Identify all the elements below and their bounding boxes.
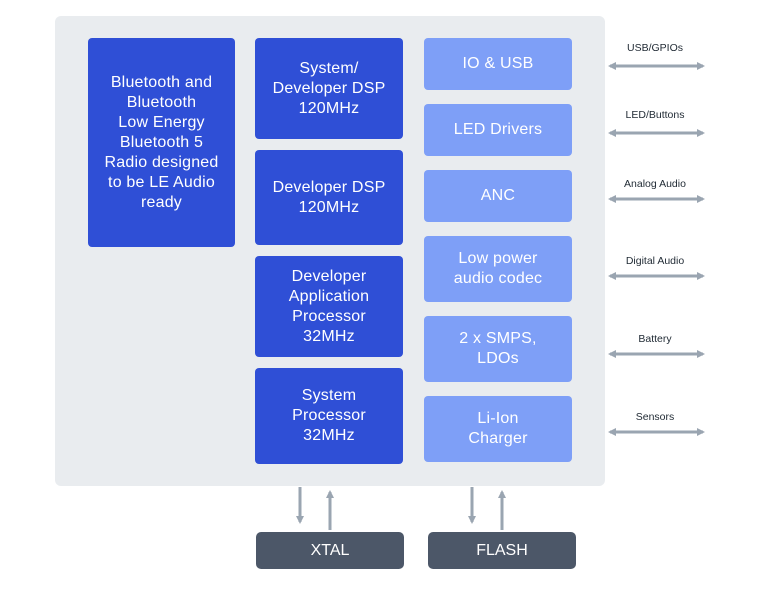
analog-audio-label: Analog Audio <box>624 178 686 190</box>
charger-block: Li-Ion Charger <box>424 396 572 462</box>
audio-codec-block: Low power audio codec <box>424 236 572 302</box>
battery-label: Battery <box>638 333 672 345</box>
system-dsp-block: System/ Developer DSP 120MHz <box>255 38 403 139</box>
led-buttons-label: LED/Buttons <box>625 109 685 121</box>
smps-ldo-block: 2 x SMPS, LDOs <box>424 316 572 382</box>
led-drivers-block: LED Drivers <box>424 104 572 156</box>
anc-block: ANC <box>424 170 572 222</box>
bluetooth-radio-block: Bluetooth and Bluetooth Low Energy Bluet… <box>88 38 235 247</box>
developer-dsp-block: Developer DSP 120MHz <box>255 150 403 245</box>
application-processor-block: Developer Application Processor 32MHz <box>255 256 403 357</box>
flash-block: FLASH <box>428 532 576 569</box>
system-processor-block: System Processor 32MHz <box>255 368 403 464</box>
io-usb-block: IO & USB <box>424 38 572 90</box>
usb-gpios-label: USB/GPIOs <box>626 42 683 54</box>
sensors-label: Sensors <box>635 411 675 423</box>
digital-audio-label: Digital Audio <box>625 255 685 267</box>
xtal-block: XTAL <box>256 532 404 569</box>
